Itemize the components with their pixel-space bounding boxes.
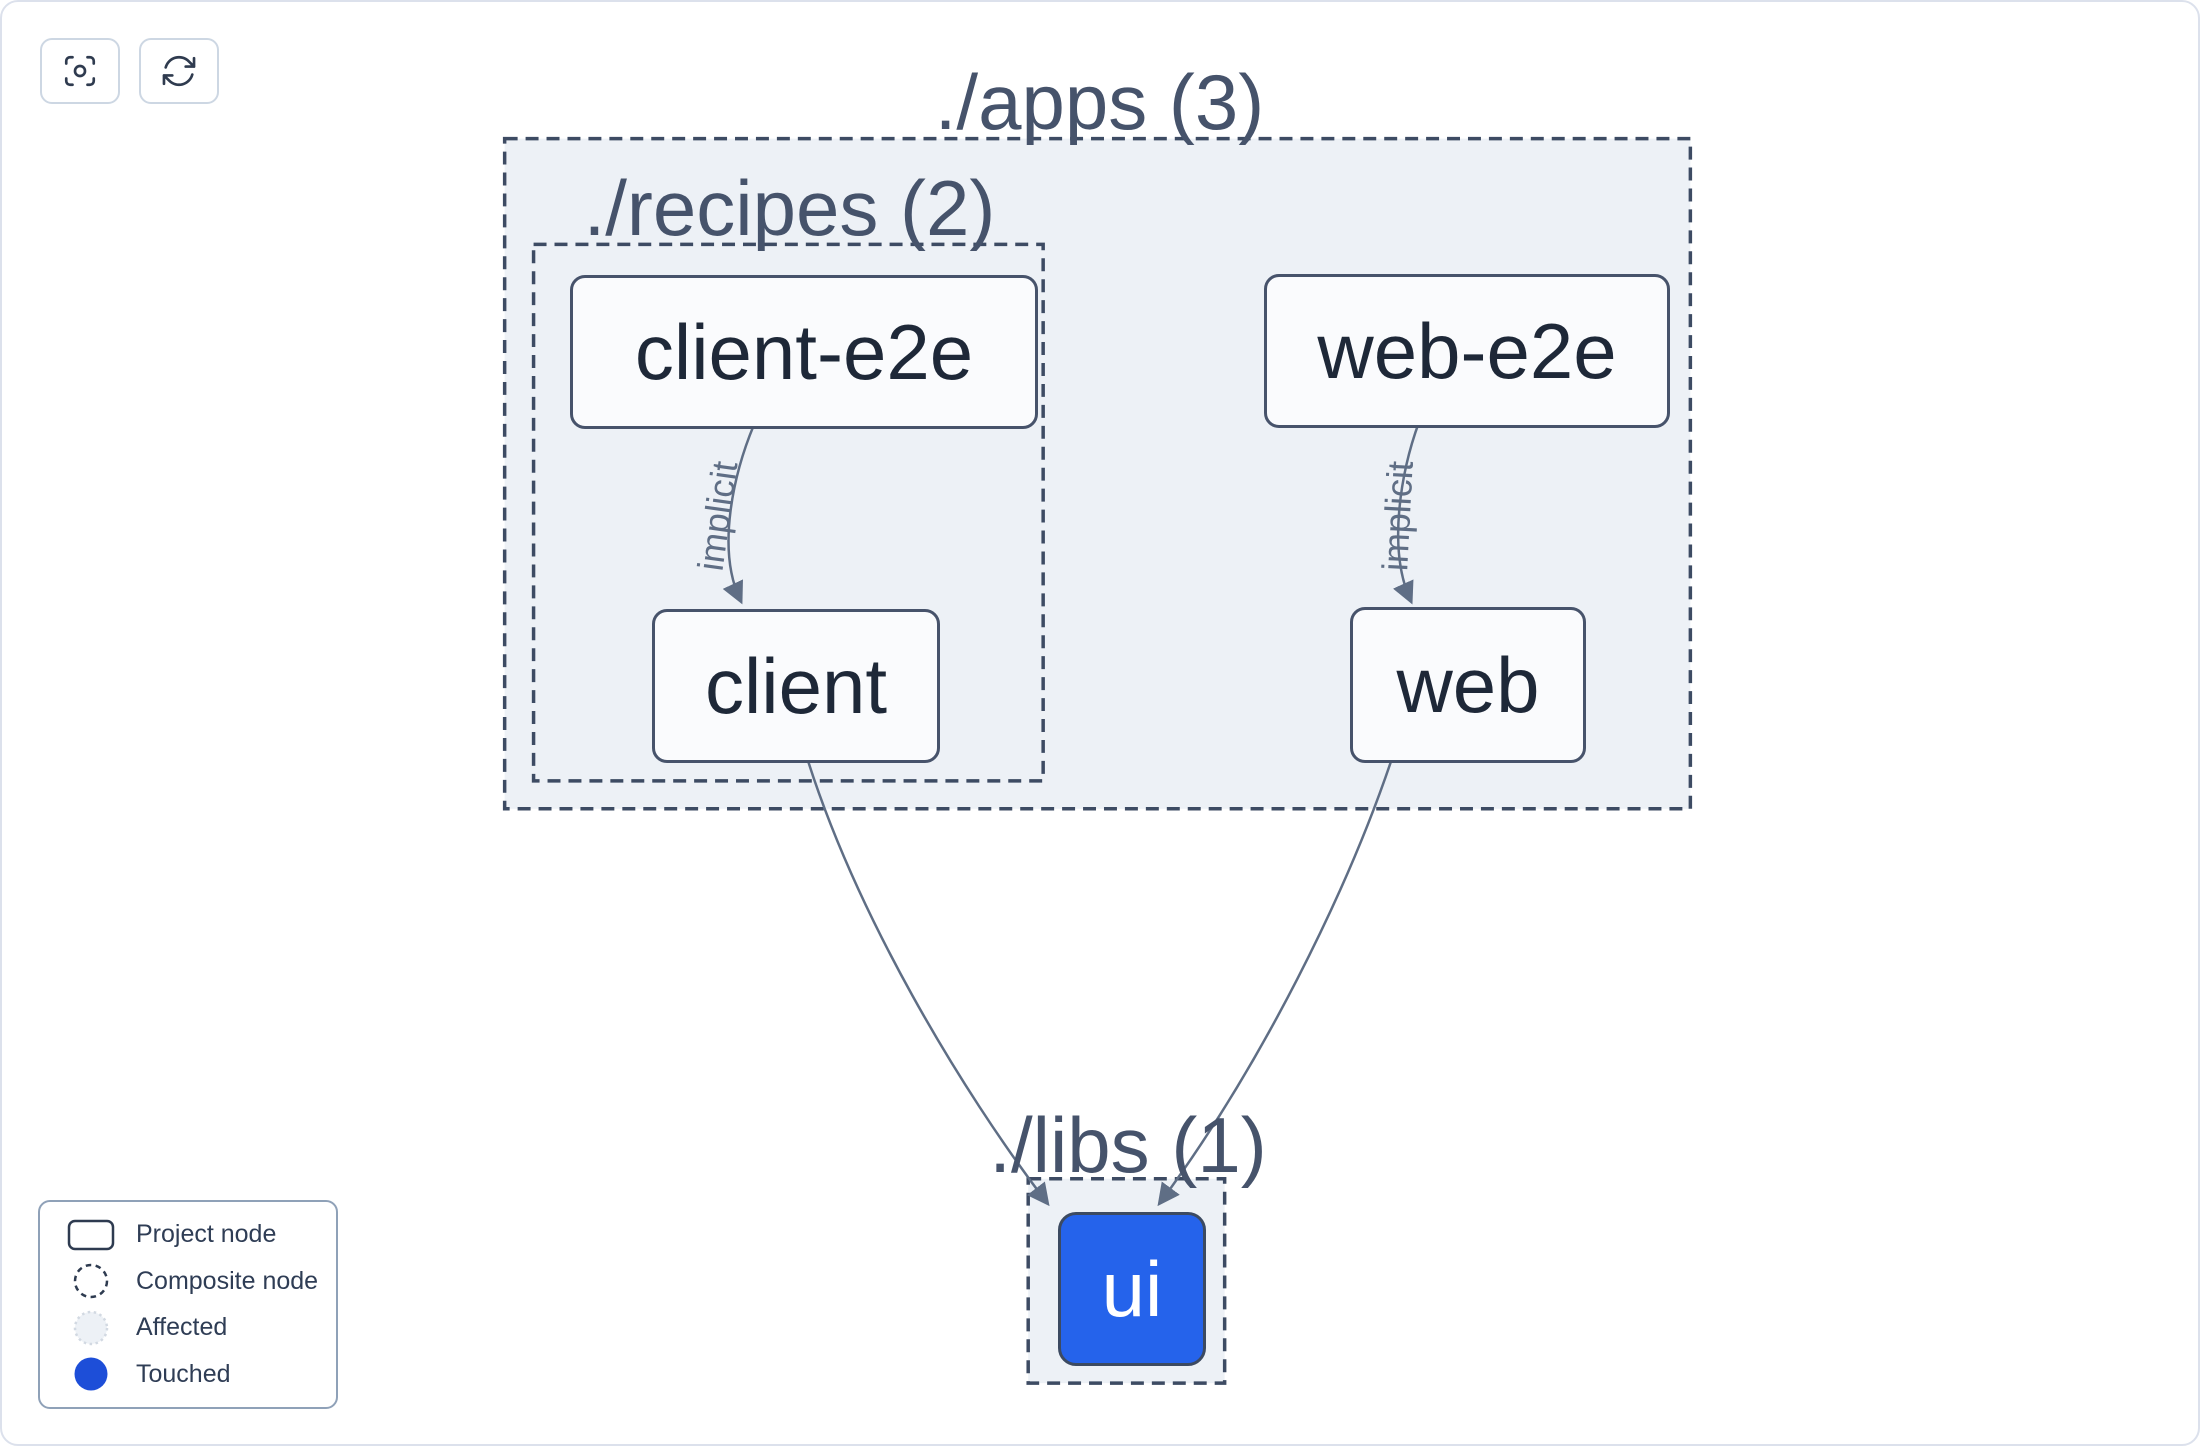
project-node-client-e2e[interactable]: client-e2e [570, 275, 1038, 429]
legend-item-touched: Touched [40, 1352, 336, 1396]
legend-item-composite-node: Composite node [40, 1259, 336, 1303]
touched-swatch-icon [66, 1354, 116, 1394]
container-title-recipes[interactable]: ./recipes (2) [583, 164, 996, 252]
affected-swatch-icon [66, 1308, 116, 1348]
center-graph-button[interactable] [40, 38, 120, 104]
edge-label-implicit: implicit [1374, 459, 1421, 572]
legend-label: Project node [136, 1220, 277, 1249]
container-title-apps[interactable]: ./apps (3) [934, 58, 1265, 146]
composite-node-swatch-icon [66, 1261, 116, 1301]
project-node-web[interactable]: web [1350, 607, 1586, 763]
edge-web-e2e-to-web[interactable] [1393, 421, 1421, 605]
legend-label: Composite node [136, 1266, 319, 1295]
project-node-swatch-icon [66, 1219, 116, 1251]
legend: Project node Composite node Affected [38, 1200, 338, 1409]
project-node-client[interactable]: client [652, 609, 940, 763]
refresh-icon [162, 55, 196, 87]
legend-label: Affected [136, 1313, 228, 1342]
refresh-graph-button[interactable] [139, 38, 219, 104]
viewfinder-icon [64, 55, 96, 87]
legend-label: Touched [136, 1359, 231, 1388]
edge-client-to-ui[interactable] [804, 753, 1050, 1207]
project-node-ui[interactable]: ui [1058, 1212, 1206, 1366]
legend-item-affected: Affected [40, 1306, 336, 1350]
legend-item-project-node: Project node [40, 1213, 336, 1257]
edge-web-to-ui[interactable] [1157, 757, 1394, 1207]
container-title-libs[interactable]: ./libs (1) [989, 1101, 1267, 1189]
edge-client-e2e-to-client[interactable] [722, 424, 756, 605]
project-node-web-e2e[interactable]: web-e2e [1264, 274, 1670, 428]
